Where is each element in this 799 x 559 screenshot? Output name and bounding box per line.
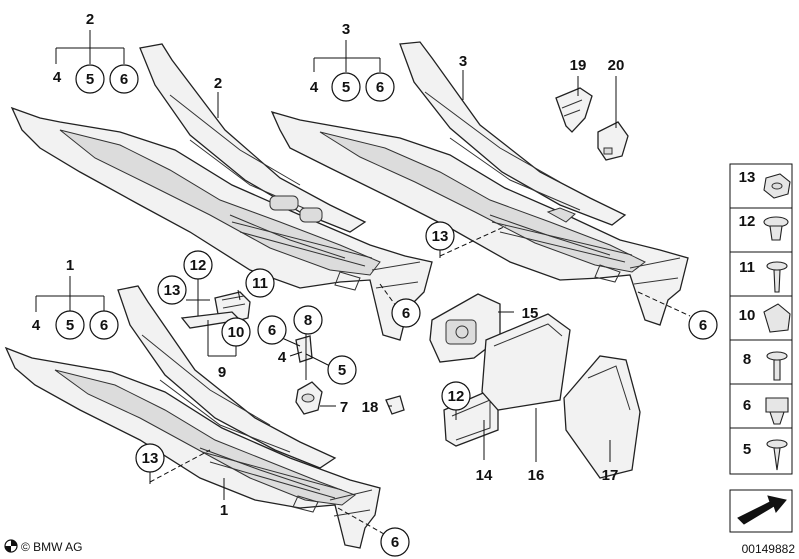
callout-5-a: 5 <box>86 71 94 88</box>
nut-icon <box>763 173 791 199</box>
callout-6-mid-right: 6 <box>699 317 707 334</box>
leader-lines <box>35 30 691 535</box>
fastener-panel: 13 12 11 10 8 6 5 <box>729 163 793 533</box>
center-console-2 <box>10 43 433 341</box>
callout-13-b: 13 <box>164 282 181 299</box>
center-console-1 <box>4 285 381 549</box>
callout-15: 15 <box>522 305 539 322</box>
callout-19: 19 <box>570 57 587 74</box>
screw-icon <box>766 261 788 293</box>
callout-5-b: 5 <box>342 79 350 96</box>
callout-2-lead: 2 <box>214 75 222 92</box>
part-15-mount <box>429 293 501 363</box>
callout-circle <box>183 250 213 280</box>
part-17-cover <box>563 355 641 479</box>
callout-5-c: 5 <box>66 317 74 334</box>
callout-circle <box>257 315 287 345</box>
side-label-12: 12 <box>739 213 756 230</box>
side-label-8: 8 <box>743 351 751 368</box>
callout-20: 20 <box>608 57 625 74</box>
expanding-rivet-icon <box>763 216 789 241</box>
callout-circle <box>135 443 165 473</box>
callout-circle <box>441 381 471 411</box>
callout-14: 14 <box>476 467 493 484</box>
center-console-3 <box>270 41 689 326</box>
callout-circle <box>221 317 251 347</box>
callout-11: 11 <box>252 275 268 292</box>
callout-circle <box>380 527 410 557</box>
callout-2-top: 2 <box>86 11 94 28</box>
callout-circle <box>109 64 139 94</box>
callout-4-a: 4 <box>53 69 62 86</box>
callout-circle <box>75 64 105 94</box>
callout-circle <box>331 72 361 102</box>
callout-circle <box>391 298 421 328</box>
copyright-text: © BMW AG <box>21 540 83 554</box>
callout-13-mid: 13 <box>432 228 449 245</box>
callout-17: 17 <box>602 467 619 484</box>
callout-6-a: 6 <box>120 71 128 88</box>
callout-3-top: 3 <box>342 21 350 38</box>
direction-arrow-icon <box>737 495 787 525</box>
part-8 <box>295 335 313 363</box>
callout-circle <box>293 305 323 335</box>
callout-13-low: 13 <box>142 450 159 467</box>
callout-5-d: 5 <box>338 362 346 379</box>
clip-nut-icon <box>763 303 791 333</box>
callout-6-low: 6 <box>391 534 399 551</box>
callout-circle <box>89 310 119 340</box>
callout-3-lead: 3 <box>459 53 467 70</box>
callout-18: 18 <box>362 399 379 416</box>
part-18 <box>385 395 405 415</box>
callout-6-c: 6 <box>100 317 108 334</box>
callouts: 2 4 5 6 2 3 4 5 6 3 19 20 13 6 6 1 4 5 6 <box>32 11 718 557</box>
side-label-5: 5 <box>743 441 751 458</box>
callout-circle <box>245 268 275 298</box>
self-tapping-screw-icon <box>766 439 788 471</box>
callout-4-c: 4 <box>32 317 41 334</box>
callout-16: 16 <box>528 467 545 484</box>
spreader-nut-icon <box>765 397 789 425</box>
bolt-icon <box>766 351 788 381</box>
side-label-13: 13 <box>739 169 756 186</box>
part-7 <box>295 381 323 415</box>
callout-1-top: 1 <box>66 257 74 274</box>
part-16-lid <box>481 313 571 411</box>
side-label-10: 10 <box>739 307 756 324</box>
callout-1-lead: 1 <box>220 502 228 519</box>
callout-6-mid-left: 6 <box>402 305 410 322</box>
side-label-11: 11 <box>739 259 755 276</box>
callout-circle <box>365 72 395 102</box>
callout-4-d: 4 <box>278 349 287 366</box>
callout-circle <box>327 355 357 385</box>
callout-8: 8 <box>304 312 312 329</box>
callout-6-b: 6 <box>376 79 384 96</box>
callout-circle <box>425 221 455 251</box>
callout-9: 9 <box>218 364 226 381</box>
callout-circle <box>688 310 718 340</box>
callout-10: 10 <box>228 324 245 341</box>
side-label-6: 6 <box>743 397 751 414</box>
callout-6-d: 6 <box>268 322 276 339</box>
callout-12-b: 12 <box>448 388 465 405</box>
copyright-logo-icon <box>4 539 18 553</box>
image-number: 00149882 <box>742 542 796 556</box>
part-19 <box>555 87 593 133</box>
callout-12-a: 12 <box>190 257 207 274</box>
callout-circle <box>55 310 85 340</box>
part-20 <box>597 121 629 161</box>
callout-7: 7 <box>340 399 348 416</box>
callout-4-b: 4 <box>310 79 319 96</box>
callout-circle <box>157 275 187 305</box>
